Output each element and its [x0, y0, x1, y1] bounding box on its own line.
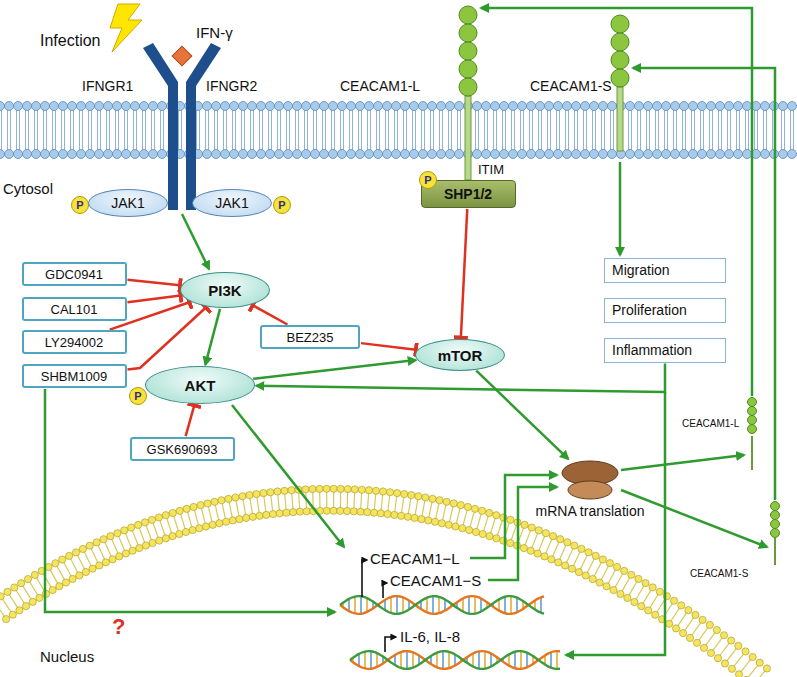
kinase-ellipse: PI3K — [180, 272, 270, 308]
node-label: GDC0941 — [45, 267, 103, 282]
ifn-gamma — [172, 46, 192, 66]
outcome-box: Inflammation — [604, 338, 726, 363]
node-label: GSK690693 — [147, 442, 218, 457]
kinase-ellipse: mTOR — [415, 339, 505, 371]
node-label: P — [278, 199, 285, 211]
inhibition-line — [186, 405, 195, 436]
outcome-box: Proliferation — [604, 298, 726, 323]
node-label: BEZ235 — [287, 330, 334, 345]
inhibitor-box: GSK690693 — [130, 437, 235, 461]
inhibitor-box: SHBM1009 — [22, 364, 127, 388]
node-label: CAL101 — [51, 302, 98, 317]
compartment-label: Cytosol — [3, 180, 53, 197]
gene-label: CEACAM1−L — [370, 550, 460, 567]
node-label: P — [76, 199, 83, 211]
inhibition-line — [127, 280, 180, 286]
phospho-badge: P — [419, 171, 437, 189]
kinase-ellipse: JAK1 — [192, 189, 272, 217]
ligand-label: IFN-γ — [196, 24, 233, 41]
protein-label: CEACAM1-S — [530, 78, 612, 94]
protein-label: CEACAM1-L — [682, 418, 739, 430]
inhibition-line — [361, 343, 416, 350]
cell-membrane — [0, 102, 797, 159]
kinase-ellipse: AKT — [145, 366, 255, 404]
protein-label: CEACAM1-S — [690, 568, 748, 580]
process-label: mRNA translation — [536, 503, 645, 519]
signal-arrows — [45, 8, 775, 655]
node-label: mTOR — [438, 347, 483, 364]
compartment-label: Nucleus — [40, 648, 94, 665]
new-ceacam1-short — [771, 502, 780, 566]
node-label: AKT — [185, 377, 216, 394]
inhibitor-box: LY294002 — [22, 330, 127, 354]
new-ceacam1-long — [748, 398, 757, 471]
node-label: P — [134, 390, 141, 402]
inhibitor-box: BEZ235 — [260, 325, 360, 349]
node-label: Migration — [612, 262, 670, 278]
node-label: LY294002 — [45, 335, 103, 350]
ifn-receptor — [143, 43, 221, 210]
activation-arrow — [476, 371, 568, 459]
activation-arrow — [205, 309, 220, 365]
protein-label: CEACAM1-L — [340, 78, 420, 94]
node-label: SHBM1009 — [41, 369, 107, 384]
phospho-badge: P — [129, 387, 147, 405]
kinase-ellipse: JAK1 — [88, 189, 168, 217]
inhibitor-box: CAL101 — [22, 297, 127, 321]
ribosome: mRNA translation — [560, 460, 620, 500]
inhibitor-box: GDC0941 — [22, 262, 127, 286]
node-label: JAK1 — [215, 195, 248, 211]
receptor-label: IFNGR2 — [206, 78, 257, 94]
node-label: PI3K — [208, 282, 241, 299]
unknown-mark: ? — [112, 614, 125, 639]
dna-helix — [340, 596, 560, 669]
nuclear-membrane — [0, 485, 771, 677]
node-label: JAK1 — [111, 195, 144, 211]
ceacam1-short — [611, 15, 629, 151]
inhibition-line — [127, 308, 205, 370]
gene-label: IL-6, IL-8 — [400, 628, 460, 645]
activation-arrow — [253, 360, 416, 379]
ribosome-shape — [560, 460, 620, 500]
phospho-badge: P — [71, 196, 89, 214]
ceacam1-long — [459, 6, 477, 180]
inhibition-line — [127, 296, 180, 303]
motif-label: ITIM — [478, 163, 504, 178]
node-label: P — [424, 174, 431, 186]
gene-label: CEACAM1−S — [390, 572, 481, 589]
node-label: Inflammation — [612, 342, 692, 358]
node-label: Proliferation — [612, 302, 687, 318]
phospho-badge: P — [273, 196, 291, 214]
lightning-bolt — [110, 4, 142, 52]
inhibition-line — [253, 305, 288, 324]
inhibition-line — [461, 209, 467, 338]
node-label: SHP1/2 — [444, 186, 492, 202]
outcome-box: Migration — [604, 258, 726, 283]
receptor-label: IFNGR1 — [82, 78, 133, 94]
stimulus-label: Infection — [40, 32, 100, 50]
